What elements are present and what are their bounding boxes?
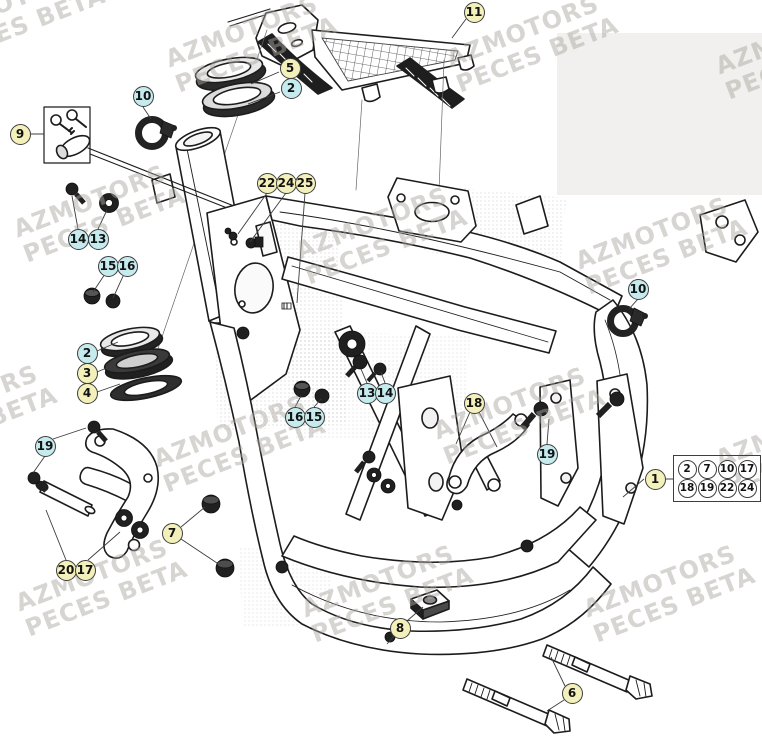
legend-item-18: 18 — [677, 478, 697, 498]
callout-18: 18 — [463, 392, 485, 414]
small-hardware — [27, 182, 625, 643]
center-bracket — [446, 413, 530, 495]
square-nut — [410, 589, 450, 620]
callout-15: 15 — [303, 406, 325, 428]
callout-14: 14 — [374, 382, 396, 404]
callout-8: 8 — [389, 617, 411, 639]
link-brackets-left — [35, 428, 160, 559]
steering-bearings-top — [194, 56, 276, 118]
callout-22: 22 — [256, 172, 278, 194]
callout-19: 19 — [536, 443, 558, 465]
clamp-left — [135, 116, 177, 150]
callout-20: 20 — [55, 559, 77, 581]
callout-13: 13 — [356, 382, 378, 404]
legend-item-10: 10 — [717, 459, 737, 479]
callout-16: 16 — [116, 255, 138, 277]
key-lock-kit — [43, 106, 251, 218]
callout-10: 10 — [627, 278, 649, 300]
long-bolts — [462, 644, 653, 734]
callout-15: 15 — [97, 255, 119, 277]
callout-17: 17 — [74, 559, 96, 581]
callout-5: 5 — [279, 57, 301, 79]
callout-6: 6 — [561, 682, 583, 704]
callout-2: 2 — [280, 77, 302, 99]
callout-13: 13 — [87, 228, 109, 250]
legend-item-7: 7 — [697, 459, 717, 479]
legend-item-17: 17 — [737, 459, 757, 479]
callout-4: 4 — [76, 382, 98, 404]
legend-item-19: 19 — [697, 478, 717, 498]
callout-7: 7 — [161, 522, 183, 544]
legend-item-24: 24 — [737, 478, 757, 498]
callout-1: 1 — [644, 468, 666, 490]
callout-10: 10 — [132, 85, 154, 107]
callout-24: 24 — [275, 172, 297, 194]
callout-2: 2 — [76, 342, 98, 364]
legend-item-22: 22 — [717, 478, 737, 498]
callout-11: 11 — [463, 1, 485, 23]
leader-lines — [31, 18, 673, 712]
callout-25: 25 — [294, 172, 316, 194]
callout-9: 9 — [9, 123, 31, 145]
callout-19: 19 — [34, 435, 56, 457]
callout-16: 16 — [284, 406, 306, 428]
clamp-right — [607, 305, 648, 337]
legend-item-2: 2 — [677, 459, 697, 479]
frame-body — [206, 177, 759, 656]
steering-bearings-bottom — [99, 326, 183, 402]
skid-plate — [227, 4, 475, 109]
callout-14: 14 — [67, 228, 89, 250]
callout-3: 3 — [76, 362, 98, 384]
